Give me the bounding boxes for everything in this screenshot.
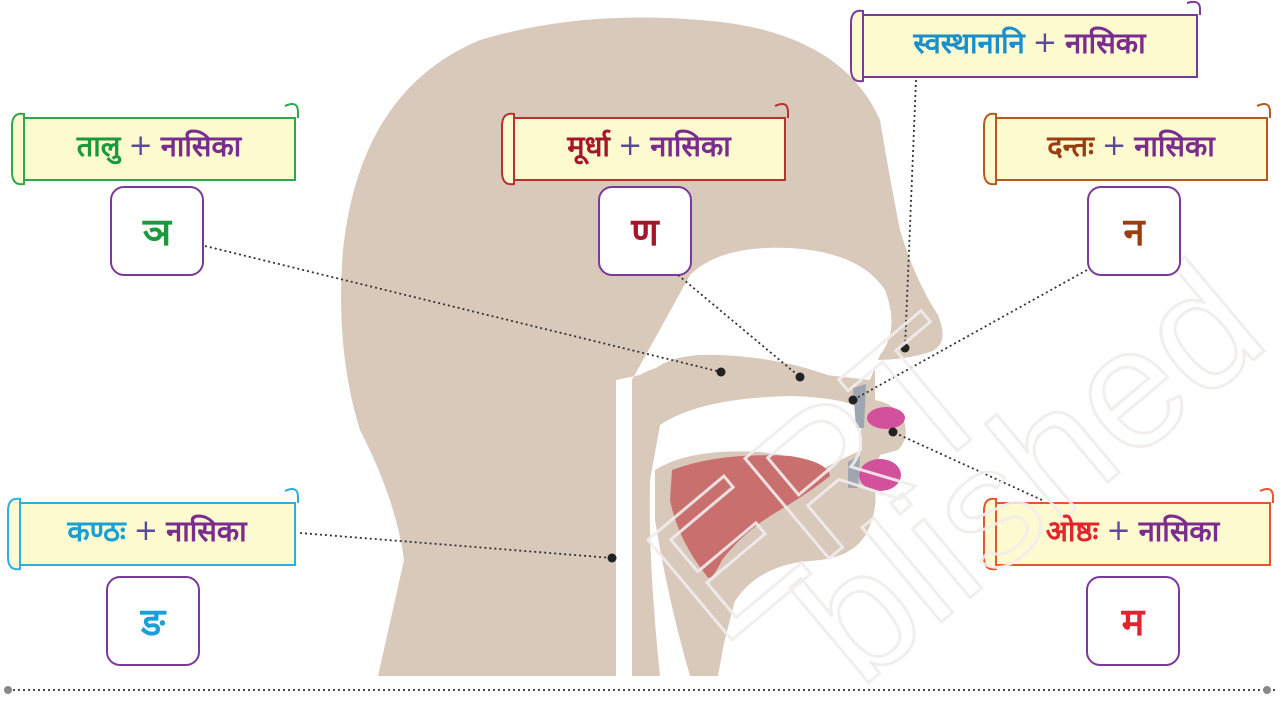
place-talu: तालु (76, 128, 121, 163)
letter-box-danta: न (1087, 186, 1181, 276)
nasika-murdha: नासिका (650, 128, 731, 163)
label-talu: तालु + नासिका (24, 120, 294, 170)
lower-teeth (848, 455, 860, 488)
dot-talu (716, 367, 726, 377)
letter-box-talu: ञ (110, 186, 204, 276)
label-kantha: कण्ठः + नासिका (20, 505, 294, 555)
leader-talu (204, 245, 722, 373)
plus-talu: + (128, 128, 153, 162)
scroll-svasthanani (850, 0, 1201, 83)
place-danta: दन्तः (1047, 128, 1094, 163)
nasika-svasthanani: नासिका (1065, 25, 1146, 60)
letter-box-kantha: ङ (106, 576, 200, 666)
nasika-talu: नासिका (160, 128, 242, 163)
place-murdha: मूर्धा (567, 128, 610, 163)
scroll-murdha (501, 103, 789, 186)
rule-dot-right (1263, 686, 1271, 694)
label-oshtha: ओष्ठः + नासिका (996, 505, 1269, 555)
place-kantha: कण्ठः (67, 513, 126, 548)
leader-oshtha (892, 431, 1043, 501)
rule-dot-left (4, 686, 12, 694)
dot-kantha (607, 553, 617, 563)
lower-lip (859, 459, 901, 491)
dot-murdha (795, 372, 805, 382)
plus-danta: + (1101, 128, 1127, 162)
dot-svasthanani (900, 343, 910, 353)
palate (644, 354, 858, 420)
upper-lip (867, 407, 905, 429)
scroll-oshtha (983, 488, 1274, 571)
letter-box-murdha: ण (598, 186, 692, 276)
plus-kantha: + (133, 513, 159, 547)
scroll-kantha (7, 488, 299, 571)
label-murdha: मूर्धा + नासिका (514, 120, 784, 170)
letter-box-oshtha: म (1086, 576, 1180, 666)
place-oshtha: ओष्ठः (1045, 513, 1099, 548)
dot-danta (848, 395, 858, 405)
leader-murdha (677, 274, 801, 378)
nasika-oshtha: नासिका (1138, 513, 1220, 548)
plus-oshtha: + (1106, 513, 1131, 547)
plus-murdha: + (617, 128, 643, 162)
dot-oshtha (888, 427, 898, 437)
nasika-kantha: नासिका (166, 513, 247, 548)
place-svasthanani: स्वस्थानानि (913, 25, 1025, 60)
tongue-surface (670, 455, 830, 578)
label-svasthanani: स्वस्थानानि + नासिका (863, 17, 1196, 67)
leader-kantha (299, 532, 613, 559)
nasika-danta: नासिका (1134, 128, 1215, 163)
nasal-cavity (616, 247, 892, 676)
plus-svasthanani: + (1032, 25, 1058, 59)
scroll-danta (983, 103, 1271, 186)
scroll-talu (11, 103, 299, 186)
label-danta: दन्तः + नासिका (996, 120, 1266, 170)
